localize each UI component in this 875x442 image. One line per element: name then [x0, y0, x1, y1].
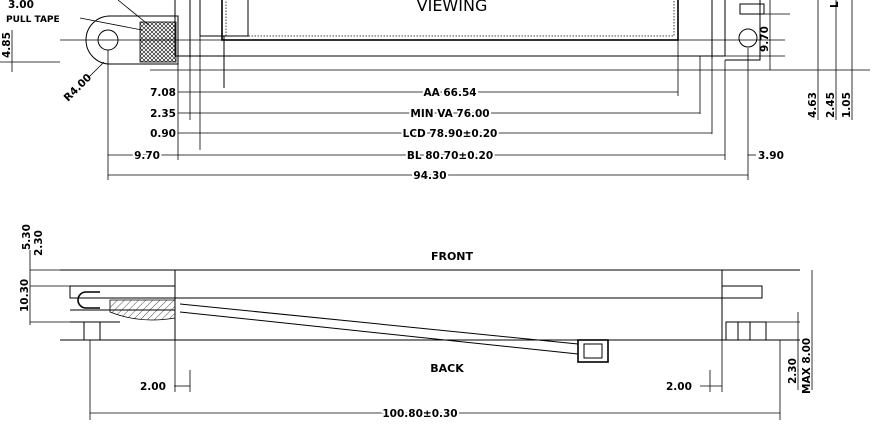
dim-2-00-right: 2.00 — [666, 381, 692, 393]
dim-max-8-00: MAX 8.00 — [801, 338, 813, 394]
dim-9-70: 9.70 — [134, 150, 160, 162]
pull-tape-label: PULL TAPE — [6, 15, 60, 25]
connector — [577, 339, 609, 363]
dim-94-30: 94.30 — [413, 170, 446, 182]
dim-3-90: 3.90 — [758, 150, 784, 162]
radius-label: R4.00 — [62, 72, 95, 105]
dim-5-30: 5.30 — [21, 224, 33, 250]
dim-va: MIN VA 76.00 — [410, 108, 489, 120]
dim-1-05: 1.05 — [841, 92, 853, 118]
viewing-label: VIEWING — [417, 0, 488, 15]
dim-4-63: 4.63 — [807, 92, 819, 118]
top-view: VIEWING 3.00 PULL TAPE 4.85 R4.0 — [0, 0, 870, 184]
mounting-hole-right — [738, 28, 758, 48]
dim-100-80: 100.80±0.30 — [382, 408, 457, 420]
dim-0-90: 0.90 — [150, 128, 176, 140]
partial-top-dim: 3.00 — [8, 0, 34, 11]
dim-2-35: 2.35 — [150, 108, 176, 120]
dim-9-70-right: 9.70 — [759, 26, 771, 52]
pull-tape-hatch — [139, 21, 177, 63]
dim-aa: AA 66.54 — [423, 87, 476, 99]
dim-4-85: 4.85 — [1, 32, 13, 58]
dim-2-45: 2.45 — [825, 92, 837, 118]
dim-2-30-left: 2.30 — [33, 230, 45, 256]
pull-tape-tab — [79, 0, 179, 65]
dim-bl: BL 80.70±0.20 — [407, 150, 493, 162]
dim-7-08: 7.08 — [150, 87, 176, 99]
side-view: FRONT BACK 5.30 2.30 10.30 — [19, 224, 813, 422]
dim-10-30: 10.30 — [19, 279, 31, 312]
front-label: FRONT — [431, 250, 474, 263]
dim-2-30-right: 2.30 — [787, 358, 799, 384]
back-label: BACK — [430, 362, 464, 375]
dim-lcd: LCD 78.90±0.20 — [403, 128, 498, 140]
right-mount-tab — [725, 0, 765, 61]
dim-2-00-left: 2.00 — [140, 381, 166, 393]
partial-right-label: L — [829, 1, 841, 8]
